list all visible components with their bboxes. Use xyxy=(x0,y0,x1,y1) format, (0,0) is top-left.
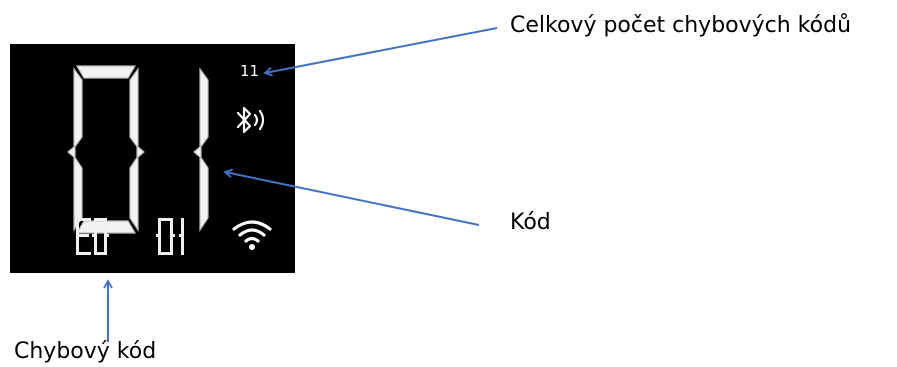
error-count-arrow xyxy=(263,27,498,77)
small-digit-zero-b xyxy=(156,218,175,255)
wifi-icon xyxy=(232,220,272,250)
large-digit-one xyxy=(193,67,209,232)
device-display: 11 xyxy=(10,44,295,273)
error-code-label: Chybový kód xyxy=(14,339,157,364)
bluetooth-signal-icon xyxy=(236,106,265,134)
small-digit-one xyxy=(179,218,184,255)
small-digit-zero-a xyxy=(92,218,109,255)
code-label: Kód xyxy=(510,210,551,235)
code-arrow xyxy=(223,168,480,226)
total-error-codes-label: Celkový počet chybových kódů xyxy=(510,13,852,38)
segment-digits xyxy=(67,65,209,255)
error-count: 11 xyxy=(240,62,260,80)
small-digit-e xyxy=(76,218,91,255)
